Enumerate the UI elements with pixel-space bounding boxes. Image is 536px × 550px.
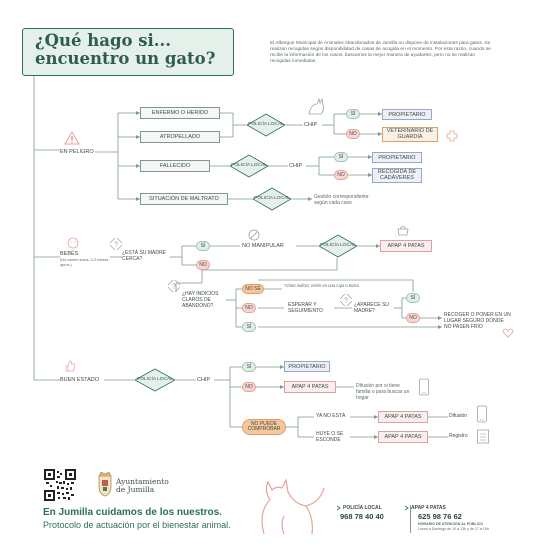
appear-yes-pill: SÍ [406, 293, 420, 303]
phone-icon [418, 378, 430, 396]
bullet-icon-1 [336, 505, 341, 511]
hide-label: HUYE O SE ESCONDE [316, 431, 344, 443]
abandon-no-pill: NO [242, 303, 256, 313]
abandon-question: ¿HAY INDICIOS CLAROS DE ABANDONO? [182, 291, 219, 309]
good-no-pill: NO [242, 382, 256, 392]
runover-box: ATROPELLADO [140, 131, 220, 143]
abuse-action-text: Gestión correspondiente según cada caso [314, 194, 369, 206]
police-contact-phone: 968 78 40 40 [340, 512, 384, 521]
owner-box-2: PROPIETARIO [372, 152, 422, 163]
spread-text: Difusión por si tiene familia o para bus… [356, 383, 410, 401]
police-diamond-2: POLICÍA LOCAL [229, 154, 269, 178]
footer-subtitle: Protocolo de actuación por el bienestar … [43, 520, 231, 530]
apap-contact-name: APAP 4 PATAS [411, 505, 446, 511]
babies-label: BEBÉS [60, 251, 79, 257]
thumbs-up-icon [64, 360, 76, 372]
police-contact-name: POLICÍA LOCAL [343, 505, 382, 511]
chip-label-2: CHIP [289, 163, 303, 169]
vet-box: VETERINARIO DE GUARDIA [382, 127, 438, 142]
apap-contact-phone: 625 98 76 62 [418, 512, 462, 521]
register-label: Registro [449, 433, 468, 439]
warning-icon [64, 131, 80, 145]
apap-box-2: APAP 4 PATAS [284, 381, 336, 393]
svg-text:?: ? [114, 242, 118, 249]
abandon-yes-pill: SÍ [242, 322, 256, 332]
cat-injured-icon [305, 96, 327, 116]
question-icon-2: ? [168, 280, 180, 292]
good-yes-pill: SÍ [242, 362, 256, 372]
babies-yes-pill: SÍ [196, 241, 210, 251]
wait-follow-label: ESPERAR Y SEGUIMIENTO [288, 302, 323, 314]
city-name-line-2: de Jumilla [116, 485, 155, 494]
police-diamond-4: POLICÍA LOCAL [318, 234, 358, 258]
no-handle-label: NO MANIPULAR [242, 243, 284, 249]
city-crest-icon [96, 471, 114, 497]
apap-box-3: APAP 4 PATAS [378, 411, 428, 423]
title-line-1: ¿Qué hago si... [35, 31, 172, 50]
title-line-2: encuentro un gato? [35, 49, 216, 68]
baby-icon [66, 236, 80, 250]
diffusion-label: Difusión [449, 413, 468, 419]
question-icon-1: ? [110, 238, 122, 250]
hours-title: HORARIO DE ATENCIÓN AL PÚBLICO [418, 522, 484, 526]
owner-box-3: PROPIETARIO [284, 361, 330, 372]
babies-no-pill: NO [196, 260, 210, 270]
pickup-box: RECOGIDA DE CADÁVERES [372, 168, 422, 183]
no-pill-2: NO [334, 170, 348, 180]
svg-text:?: ? [344, 298, 348, 305]
svg-text:?: ? [172, 284, 176, 291]
clear-signs-note: *Claro indicio: estén en una caja o bols… [284, 283, 359, 288]
gone-label: YA NO ESTÁ [316, 413, 346, 419]
yes-pill-1: SÍ [346, 109, 360, 119]
heart-icon [502, 328, 514, 338]
police-diamond-1: POLICÍA LOCAL [246, 113, 286, 137]
bullet-icon-2 [404, 505, 409, 511]
question-icon-3: ? [340, 294, 352, 306]
cannot-check-pill: NO PUEDE COMPROBAR [242, 419, 286, 435]
city-name-line-1: Ayuntamiento [116, 477, 169, 486]
footer-slogan: En Jumilla cuidamos de los nuestros. [43, 507, 222, 518]
danger-label: EN PELIGRO [60, 149, 94, 155]
police-diamond-5: POLICÍA LOCAL [134, 368, 176, 392]
good-label: BUEN ESTADO [60, 377, 100, 383]
mother-question: ¿ESTÁ SU MADRE CERCA? [122, 250, 166, 262]
chip-label-3: CHIP [197, 377, 211, 383]
apap-box-4: APAP 4 PATAS [378, 431, 428, 443]
title-box [22, 28, 234, 76]
cross-icon [446, 130, 458, 142]
deceased-box: FALLECIDO [140, 160, 210, 172]
police-diamond-3: POLICÍA LOCAL [252, 187, 292, 211]
city-name: Ayuntamiento de Jumilla [116, 478, 169, 494]
not-sure-pill: NO SÉ [242, 284, 264, 294]
owner-box-1: PROPIETARIO [382, 109, 432, 120]
injured-box: ENFERMO O HERIDO [140, 107, 220, 119]
no-pill-1: NO [346, 129, 360, 139]
basket-icon [396, 224, 410, 236]
appear-no-pill: NO [406, 313, 420, 323]
qr-code-icon [44, 469, 76, 501]
phone-icon-2 [476, 405, 488, 423]
apap-box-1: APAP 4 PATAS [380, 240, 432, 252]
abuse-box: SITUACIÓN DE MALTRATO [140, 193, 228, 205]
cat-illustration [254, 472, 330, 536]
yes-pill-2: SÍ [334, 152, 348, 162]
appear-question: ¿APARECE SU MADRE? [354, 302, 389, 314]
babies-sublabel: (No comen solos. 0-2 meses aprox.) [60, 258, 109, 267]
no-touch-icon [248, 229, 260, 241]
hours-text: Lunes a Domingo de 10 a 13h y de 17 a 19… [418, 527, 489, 531]
collect-label: RECOGER O PONER EN UN LUGAR SEGURO DONDE… [444, 312, 511, 330]
intro-text: El Albergue Municipal de Animales Abando… [270, 41, 491, 64]
chip-label-1: CHIP [304, 122, 318, 128]
page-title: ¿Qué hago si... encuentro un gato? [35, 32, 235, 68]
clipboard-icon [476, 428, 490, 444]
contact-divider [410, 505, 411, 533]
